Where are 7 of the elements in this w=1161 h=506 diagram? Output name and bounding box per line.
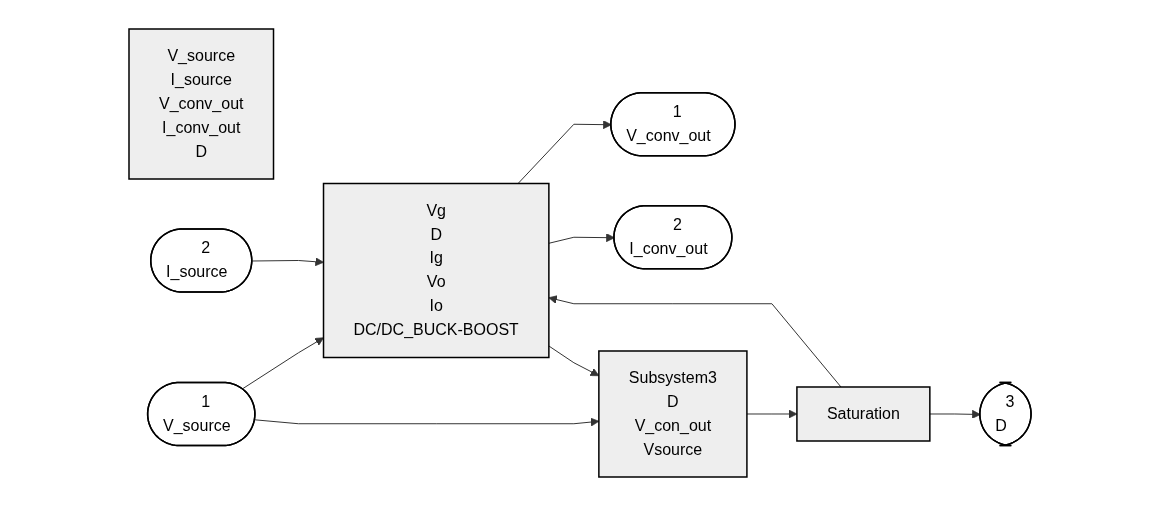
arrow xyxy=(242,337,325,390)
node-box: Subsystem3 D V_con_out Vsource xyxy=(598,350,749,478)
node-box: V_source I_source V_conv_out I_conv_out D xyxy=(128,28,275,180)
node-box: Saturation xyxy=(796,386,932,442)
arrow xyxy=(254,417,600,427)
arrow xyxy=(252,257,325,267)
node-box: Vg D Ig Vo Io DC/DC_BUCK-BOOST xyxy=(323,182,551,359)
